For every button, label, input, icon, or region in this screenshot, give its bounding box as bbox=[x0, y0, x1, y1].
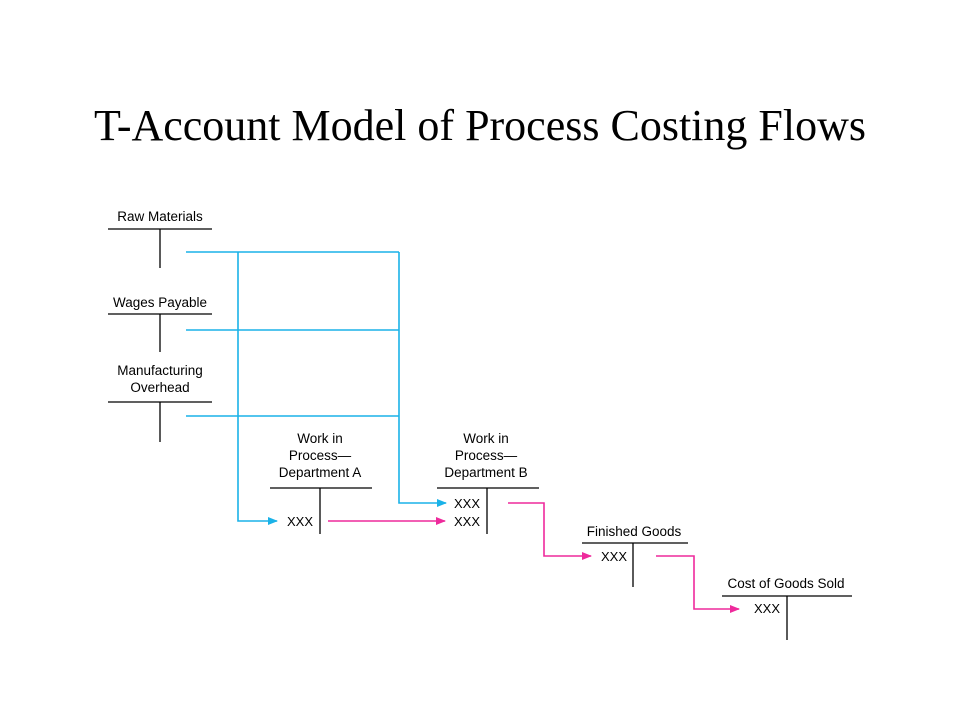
t-account-manufacturing-overhead: Manufacturing Overhead bbox=[108, 363, 212, 442]
wip-b-label-line-1: Work in bbox=[463, 431, 509, 446]
transfer-flows bbox=[328, 502, 740, 613]
slide-title: T-Account Model of Process Costing Flows bbox=[93, 101, 867, 150]
finished-goods-label: Finished Goods bbox=[587, 524, 682, 539]
t-account-cost-of-goods-sold: Cost of Goods Sold XXX bbox=[722, 576, 852, 640]
t-account-wip-department-a: Work in Process— Department A XXX bbox=[270, 431, 372, 534]
t-account-finished-goods: Finished Goods XXX bbox=[582, 524, 688, 587]
overhead-label-line-1: Manufacturing bbox=[117, 363, 203, 378]
wip-a-label-line-3: Department A bbox=[279, 465, 362, 480]
wip-a-label-line-2: Process— bbox=[289, 448, 352, 463]
cogs-label: Cost of Goods Sold bbox=[727, 576, 844, 591]
cogs-debit-entry: XXX bbox=[754, 601, 780, 616]
transfer-b-to-finished-goods-arrow bbox=[508, 502, 592, 560]
t-account-wip-department-b: Work in Process— Department B XXX XXX bbox=[437, 431, 539, 534]
wip-a-debit-entry: XXX bbox=[287, 514, 313, 529]
flow-to-department-a bbox=[237, 252, 278, 525]
t-account-wages-payable: Wages Payable bbox=[108, 295, 212, 352]
wip-a-label-line-1: Work in bbox=[297, 431, 343, 446]
cost-input-flows bbox=[186, 251, 447, 525]
raw-materials-label: Raw Materials bbox=[117, 209, 203, 224]
overhead-label-line-2: Overhead bbox=[130, 380, 189, 395]
transfer-finished-goods-to-cogs-arrow bbox=[656, 555, 740, 613]
wip-b-debit-entry-2: XXX bbox=[454, 514, 480, 529]
wages-payable-label: Wages Payable bbox=[113, 295, 207, 310]
wip-b-label-line-2: Process— bbox=[455, 448, 518, 463]
wip-b-label-line-3: Department B bbox=[444, 465, 527, 480]
t-account-raw-materials: Raw Materials bbox=[108, 209, 212, 268]
finished-goods-debit-entry: XXX bbox=[601, 549, 627, 564]
wip-b-debit-entry-1: XXX bbox=[454, 496, 480, 511]
flow-to-department-b bbox=[398, 252, 447, 507]
